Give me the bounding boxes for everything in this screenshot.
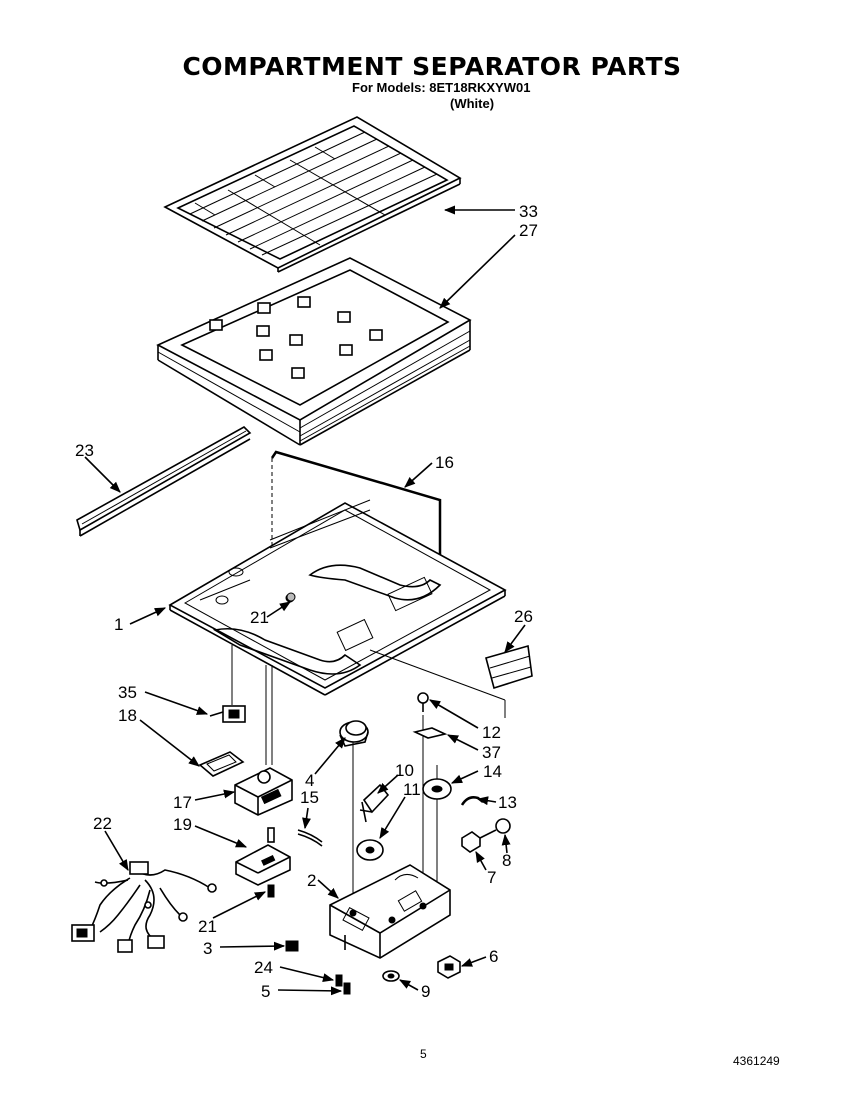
callout-33: 33 [519, 202, 538, 221]
callout-26: 26 [514, 607, 533, 626]
part-19-bracket [235, 827, 291, 886]
callout-24: 24 [254, 958, 273, 977]
callout-leaders [84, 205, 526, 996]
callout-9: 9 [421, 982, 430, 1001]
part-3-clip [285, 940, 299, 952]
callout-35: 35 [118, 683, 137, 702]
part-13-wire-clip [460, 796, 484, 806]
callout-8: 8 [502, 851, 511, 870]
part-14-grommet [422, 778, 452, 800]
callout-14: 14 [483, 762, 502, 781]
part-21-screw-upper [286, 592, 296, 602]
callout-37: 37 [482, 743, 501, 762]
part-8-cap [495, 818, 511, 834]
callout-4: 4 [305, 771, 314, 790]
callout-21-upper: 21 [250, 608, 269, 627]
part-23-trim-strip [76, 426, 252, 537]
callout-18: 18 [118, 706, 137, 725]
part-4-knob [339, 720, 369, 747]
part-7-connector [461, 829, 497, 853]
part-18-bezel [198, 751, 245, 777]
part-10-thermostat [359, 783, 390, 823]
assembly-guide-lines [231, 645, 438, 905]
callout-5: 5 [261, 982, 270, 1001]
callout-12: 12 [482, 723, 501, 742]
callout-16: 16 [435, 453, 454, 472]
part-26-insulation-pad [485, 644, 533, 690]
callout-17: 17 [173, 793, 192, 812]
part-2-control-bracket [329, 864, 451, 959]
callout-27: 27 [519, 221, 538, 240]
page-number: 5 [420, 1047, 427, 1061]
part-15-sensor-tube [297, 829, 323, 847]
callout-13: 13 [498, 793, 517, 812]
callout-23: 23 [75, 441, 94, 460]
callout-1: 1 [114, 615, 123, 634]
part-1-separator-panel [168, 499, 507, 718]
part-12-screw [417, 692, 429, 712]
callout-2: 2 [307, 871, 316, 890]
callout-15: 15 [300, 788, 319, 807]
part-21-screw [267, 884, 275, 898]
part-24-screw [335, 974, 343, 987]
part-22-wire-harness [71, 861, 217, 953]
callout-21-lower: 21 [198, 917, 217, 936]
part-6-connector [437, 955, 461, 979]
part-27-cover-frame [156, 257, 472, 446]
callout-19: 19 [173, 815, 192, 834]
document-number: 4361249 [733, 1054, 780, 1068]
color-line: (White) [450, 96, 495, 111]
part-5-screw [343, 982, 351, 995]
part-9-bumper [382, 970, 400, 982]
callout-22: 22 [93, 814, 112, 833]
callout-6: 6 [489, 947, 498, 966]
callout-11: 11 [403, 780, 421, 799]
part-17-control-housing [234, 767, 293, 816]
part-16-heater-wire [270, 450, 442, 560]
callout-3: 3 [203, 939, 212, 958]
callout-10: 10 [395, 761, 414, 780]
part-37-clip [412, 727, 448, 739]
page-title: COMPARTMENT SEPARATOR PARTS [182, 52, 682, 81]
callout-7: 7 [487, 868, 496, 887]
part-33-shelf-grille [163, 116, 462, 273]
part-11-damper [356, 839, 384, 861]
part-35-clip [209, 705, 246, 723]
models-line: For Models: 8ET18RKXYW01 [352, 80, 531, 95]
